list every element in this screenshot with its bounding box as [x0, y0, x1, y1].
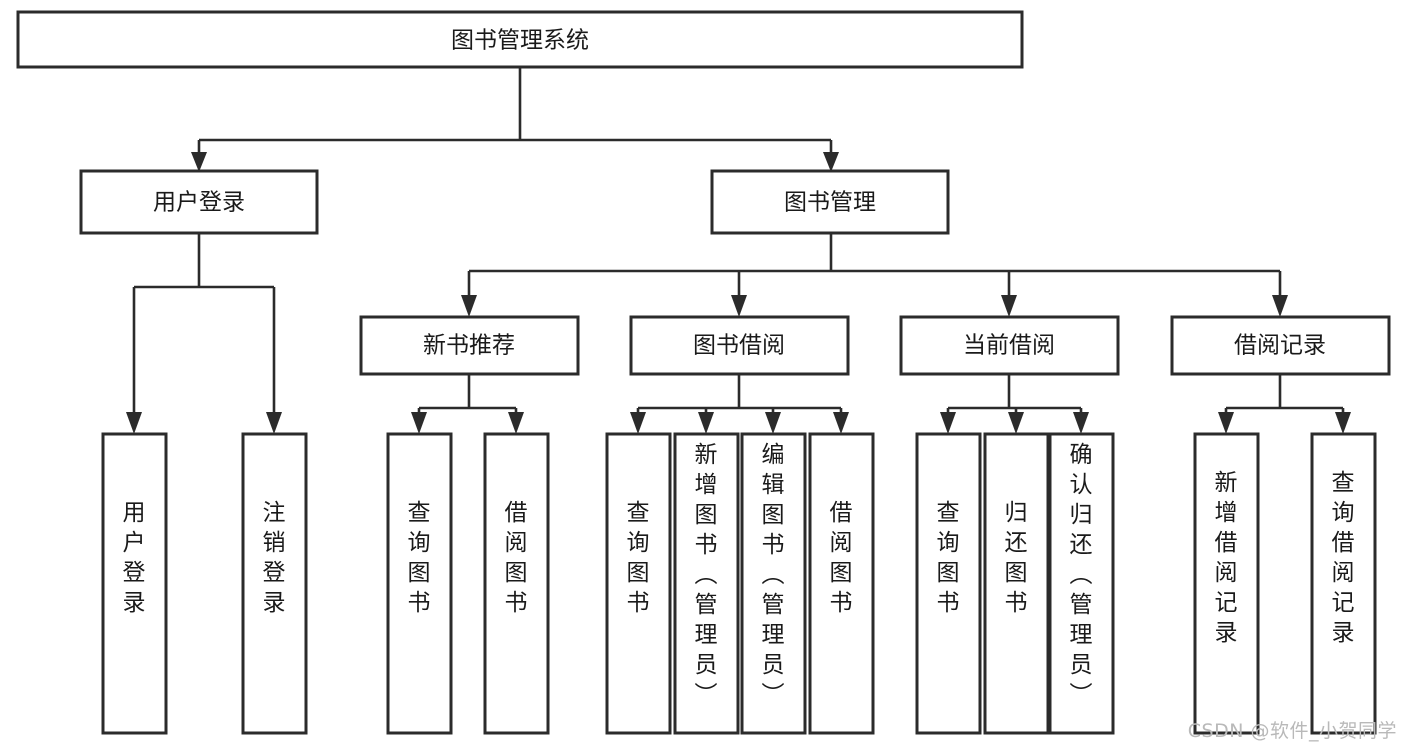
arrow-head-icon: [765, 412, 781, 434]
node-user-login-box[interactable]: [79, 169, 319, 235]
node-leaf-borrow-book-rec-label: 借阅图书: [505, 500, 528, 616]
node-leaf-edit-book[interactable]: 编辑图书︵管理员︶: [740, 432, 807, 735]
node-leaf-add-book[interactable]: 新增图书︵管理员︶: [673, 432, 740, 735]
csdn-watermark: CSDN @软件_小贺同学: [1187, 720, 1397, 742]
node-leaf-edit-book-box[interactable]: [740, 432, 807, 735]
node-leaf-add-book-label: 新增图书︵管理员︶: [695, 442, 718, 708]
node-leaf-query-book[interactable]: 查询图书: [605, 432, 672, 735]
node-leaf-borrow-book-label: 借阅图书: [830, 500, 853, 616]
node-leaf-confirm-return-label: 确认归还︵管理员︶: [1070, 442, 1093, 708]
node-leaf-query-book-rec-label: 查询图书: [408, 500, 431, 616]
arrow-head-icon: [1073, 412, 1089, 434]
node-leaf-confirm-return-box[interactable]: [1048, 432, 1115, 735]
arrow-head-icon: [1001, 295, 1017, 317]
node-borrow-record-label: 借阅记录: [1234, 333, 1326, 359]
node-leaf-confirm-return[interactable]: 确认归还︵管理员︶: [1048, 432, 1115, 735]
arrow-head-icon: [461, 295, 477, 317]
arrow-head-icon: [731, 295, 747, 317]
node-leaf-user-logout-label: 注销登录: [263, 500, 286, 616]
node-book-manage-box[interactable]: [710, 169, 950, 235]
node-current-borrow[interactable]: 当前借阅: [899, 315, 1120, 376]
node-leaf-query-book-cur-label: 查询图书: [937, 500, 960, 616]
node-leaf-user-login-label: 用户登录: [123, 500, 146, 616]
arrow-head-icon: [630, 412, 646, 434]
node-leaf-return-book-box[interactable]: [983, 432, 1050, 735]
arrow-head-icon: [1008, 412, 1024, 434]
node-leaf-query-book-cur-box[interactable]: [915, 432, 982, 735]
node-new-book-rec-box[interactable]: [359, 315, 580, 376]
node-leaf-edit-book-label: 编辑图书︵管理员︶: [762, 442, 785, 708]
node-current-borrow-label: 当前借阅: [963, 333, 1055, 359]
node-book-borrow-label: 图书借阅: [693, 333, 785, 359]
node-leaf-query-book-rec[interactable]: 查询图书: [386, 432, 453, 735]
node-leaf-query-record-label: 查询借阅记录: [1332, 470, 1355, 646]
node-root-label: 图书管理系统: [451, 28, 589, 54]
node-user-login-label: 用户登录: [153, 190, 245, 216]
node-leaf-borrow-book-box[interactable]: [808, 432, 875, 735]
arrow-head-icon: [1335, 412, 1351, 434]
arrow-head-icon: [508, 412, 524, 434]
node-book-borrow[interactable]: 图书借阅: [629, 315, 850, 376]
arrow-head-icon: [698, 412, 714, 434]
arrow-head-icon: [940, 412, 956, 434]
node-book-borrow-box[interactable]: [629, 315, 850, 376]
node-leaf-add-record-box[interactable]: [1193, 432, 1260, 735]
arrow-head-icon: [823, 152, 839, 172]
node-layer: 图书管理系统 用户登录 图书管理 新书推荐 图书借阅: [16, 10, 1391, 735]
node-root[interactable]: 图书管理系统: [16, 10, 1024, 69]
node-leaf-user-login-box[interactable]: [101, 432, 168, 735]
arrow-head-icon: [833, 412, 849, 434]
node-leaf-query-book-cur[interactable]: 查询图书: [915, 432, 982, 735]
node-leaf-query-book-label: 查询图书: [627, 500, 650, 616]
node-leaf-user-logout[interactable]: 注销登录: [241, 432, 308, 735]
node-leaf-borrow-book[interactable]: 借阅图书: [808, 432, 875, 735]
node-leaf-return-book-label: 归还图书: [1005, 500, 1028, 616]
node-leaf-borrow-book-rec-box[interactable]: [483, 432, 550, 735]
arrow-head-icon: [1218, 412, 1234, 434]
node-new-book-rec[interactable]: 新书推荐: [359, 315, 580, 376]
node-book-manage[interactable]: 图书管理: [710, 169, 950, 235]
arrow-head-icon: [266, 412, 282, 434]
node-leaf-query-book-rec-box[interactable]: [386, 432, 453, 735]
node-root-box[interactable]: [16, 10, 1024, 69]
edge-layer: [126, 67, 1351, 434]
node-book-manage-label: 图书管理: [784, 190, 876, 216]
node-borrow-record[interactable]: 借阅记录: [1170, 315, 1391, 376]
node-leaf-add-book-box[interactable]: [673, 432, 740, 735]
arrow-head-icon: [191, 152, 207, 172]
arrow-head-icon: [1272, 295, 1288, 317]
node-borrow-record-box[interactable]: [1170, 315, 1391, 376]
node-new-book-rec-label: 新书推荐: [423, 333, 515, 359]
node-leaf-query-record[interactable]: 查询借阅记录: [1310, 432, 1377, 735]
node-leaf-return-book[interactable]: 归还图书: [983, 432, 1050, 735]
node-leaf-user-login[interactable]: 用户登录: [101, 432, 168, 735]
node-leaf-add-record[interactable]: 新增借阅记录: [1193, 432, 1260, 735]
node-current-borrow-box[interactable]: [899, 315, 1120, 376]
node-leaf-add-record-label: 新增借阅记录: [1215, 470, 1238, 646]
node-leaf-query-book-box[interactable]: [605, 432, 672, 735]
node-leaf-user-logout-box[interactable]: [241, 432, 308, 735]
node-user-login[interactable]: 用户登录: [79, 169, 319, 235]
node-leaf-query-record-box[interactable]: [1310, 432, 1377, 735]
arrow-head-icon: [411, 412, 427, 434]
node-leaf-borrow-book-rec[interactable]: 借阅图书: [483, 432, 550, 735]
arrow-head-icon: [126, 412, 142, 434]
